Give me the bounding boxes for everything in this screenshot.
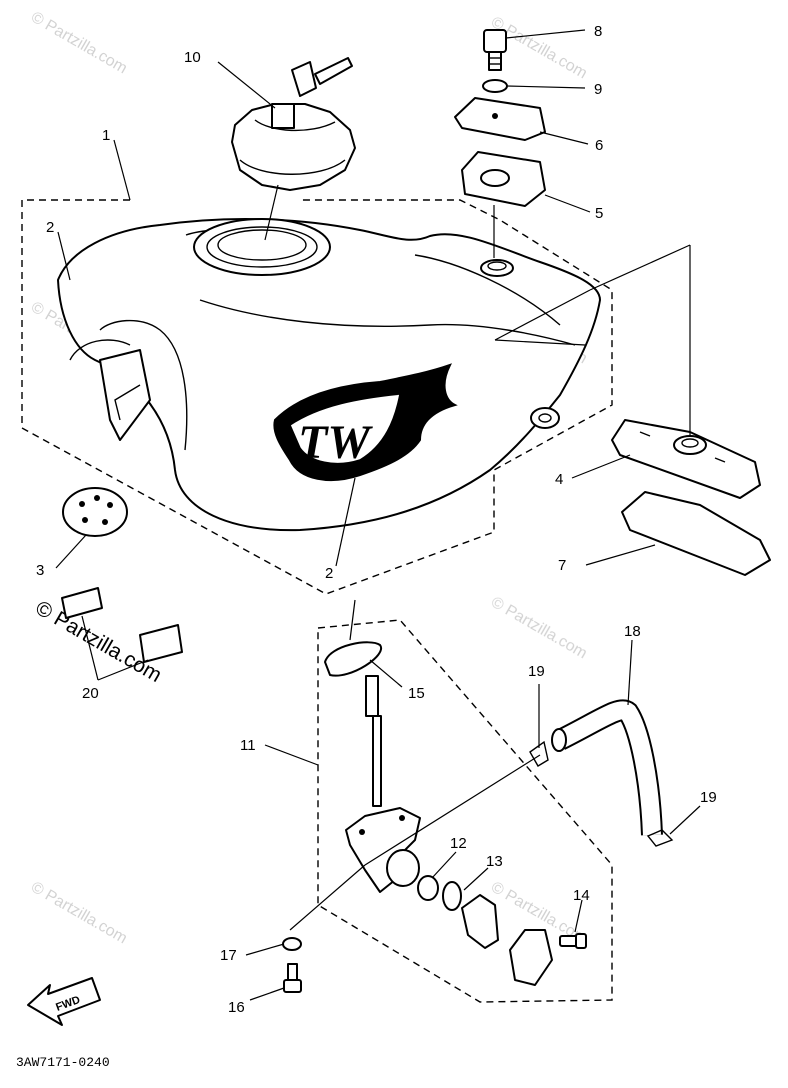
callout-3: 3 bbox=[36, 562, 44, 579]
callout-2: 2 bbox=[325, 565, 333, 582]
screw-small bbox=[283, 963, 302, 993]
seal-pad bbox=[61, 587, 103, 619]
tw-decal: TW bbox=[273, 363, 458, 481]
watermark-text: © Partzilla.com bbox=[28, 879, 130, 948]
damper bbox=[461, 151, 546, 207]
watermark-text: © Partzilla.com bbox=[28, 9, 130, 78]
callout-10: 10 bbox=[184, 49, 201, 66]
callout-19: 19 bbox=[700, 789, 717, 806]
seal-pad bbox=[139, 624, 183, 663]
gasket-ring bbox=[442, 881, 462, 911]
callout-11: 11 bbox=[240, 737, 256, 754]
callout-6: 6 bbox=[595, 137, 603, 154]
callout-2: 2 bbox=[46, 219, 54, 236]
callout-16: 16 bbox=[228, 999, 245, 1016]
callout-12: 12 bbox=[450, 835, 467, 852]
callout-17: 17 bbox=[220, 947, 237, 964]
washer bbox=[482, 79, 508, 93]
fuel-tank bbox=[57, 217, 601, 532]
fwd-arrow-icon: FWD bbox=[27, 977, 101, 1026]
fuel-cap bbox=[231, 57, 356, 191]
rear-bracket bbox=[611, 419, 761, 499]
o-ring bbox=[324, 641, 383, 677]
callout-8: 8 bbox=[594, 23, 602, 40]
callout-15: 15 bbox=[408, 685, 425, 702]
fuel-cock bbox=[345, 675, 421, 893]
cover-plate bbox=[509, 929, 553, 986]
bolt bbox=[483, 29, 507, 71]
leader-lines bbox=[55, 29, 701, 1001]
callout-18: 18 bbox=[624, 623, 641, 640]
tank-assembly-boundary bbox=[21, 199, 613, 595]
rubber-pad bbox=[621, 491, 771, 576]
filler-neck bbox=[193, 218, 331, 276]
drawing-code: 3AW7171-0240 bbox=[16, 1055, 110, 1070]
callout-14: 14 bbox=[573, 887, 590, 904]
bracket-plate bbox=[454, 97, 546, 141]
tank-logo-text: TW bbox=[298, 416, 373, 469]
callout-20: 20 bbox=[82, 685, 99, 702]
packing bbox=[417, 875, 439, 901]
screw bbox=[559, 933, 587, 949]
callout-4: 4 bbox=[555, 471, 563, 488]
callout-13: 13 bbox=[486, 853, 503, 870]
watermark-text: © Partzilla.com bbox=[488, 594, 590, 663]
callout-5: 5 bbox=[595, 205, 603, 222]
fuel-cock-assembly-boundary bbox=[317, 619, 613, 1003]
callout-labels: 1 2 2 3 4 5 6 7 8 9 10 11 12 13 14 15 16… bbox=[36, 23, 717, 1016]
callout-1: 1 bbox=[102, 127, 110, 144]
callout-9: 9 bbox=[594, 81, 602, 98]
hose-clip bbox=[646, 829, 674, 847]
callout-7: 7 bbox=[558, 557, 566, 574]
tank-damper bbox=[62, 487, 128, 537]
washer-small bbox=[282, 937, 302, 951]
callout-19: 19 bbox=[528, 663, 545, 680]
lever bbox=[461, 894, 499, 949]
